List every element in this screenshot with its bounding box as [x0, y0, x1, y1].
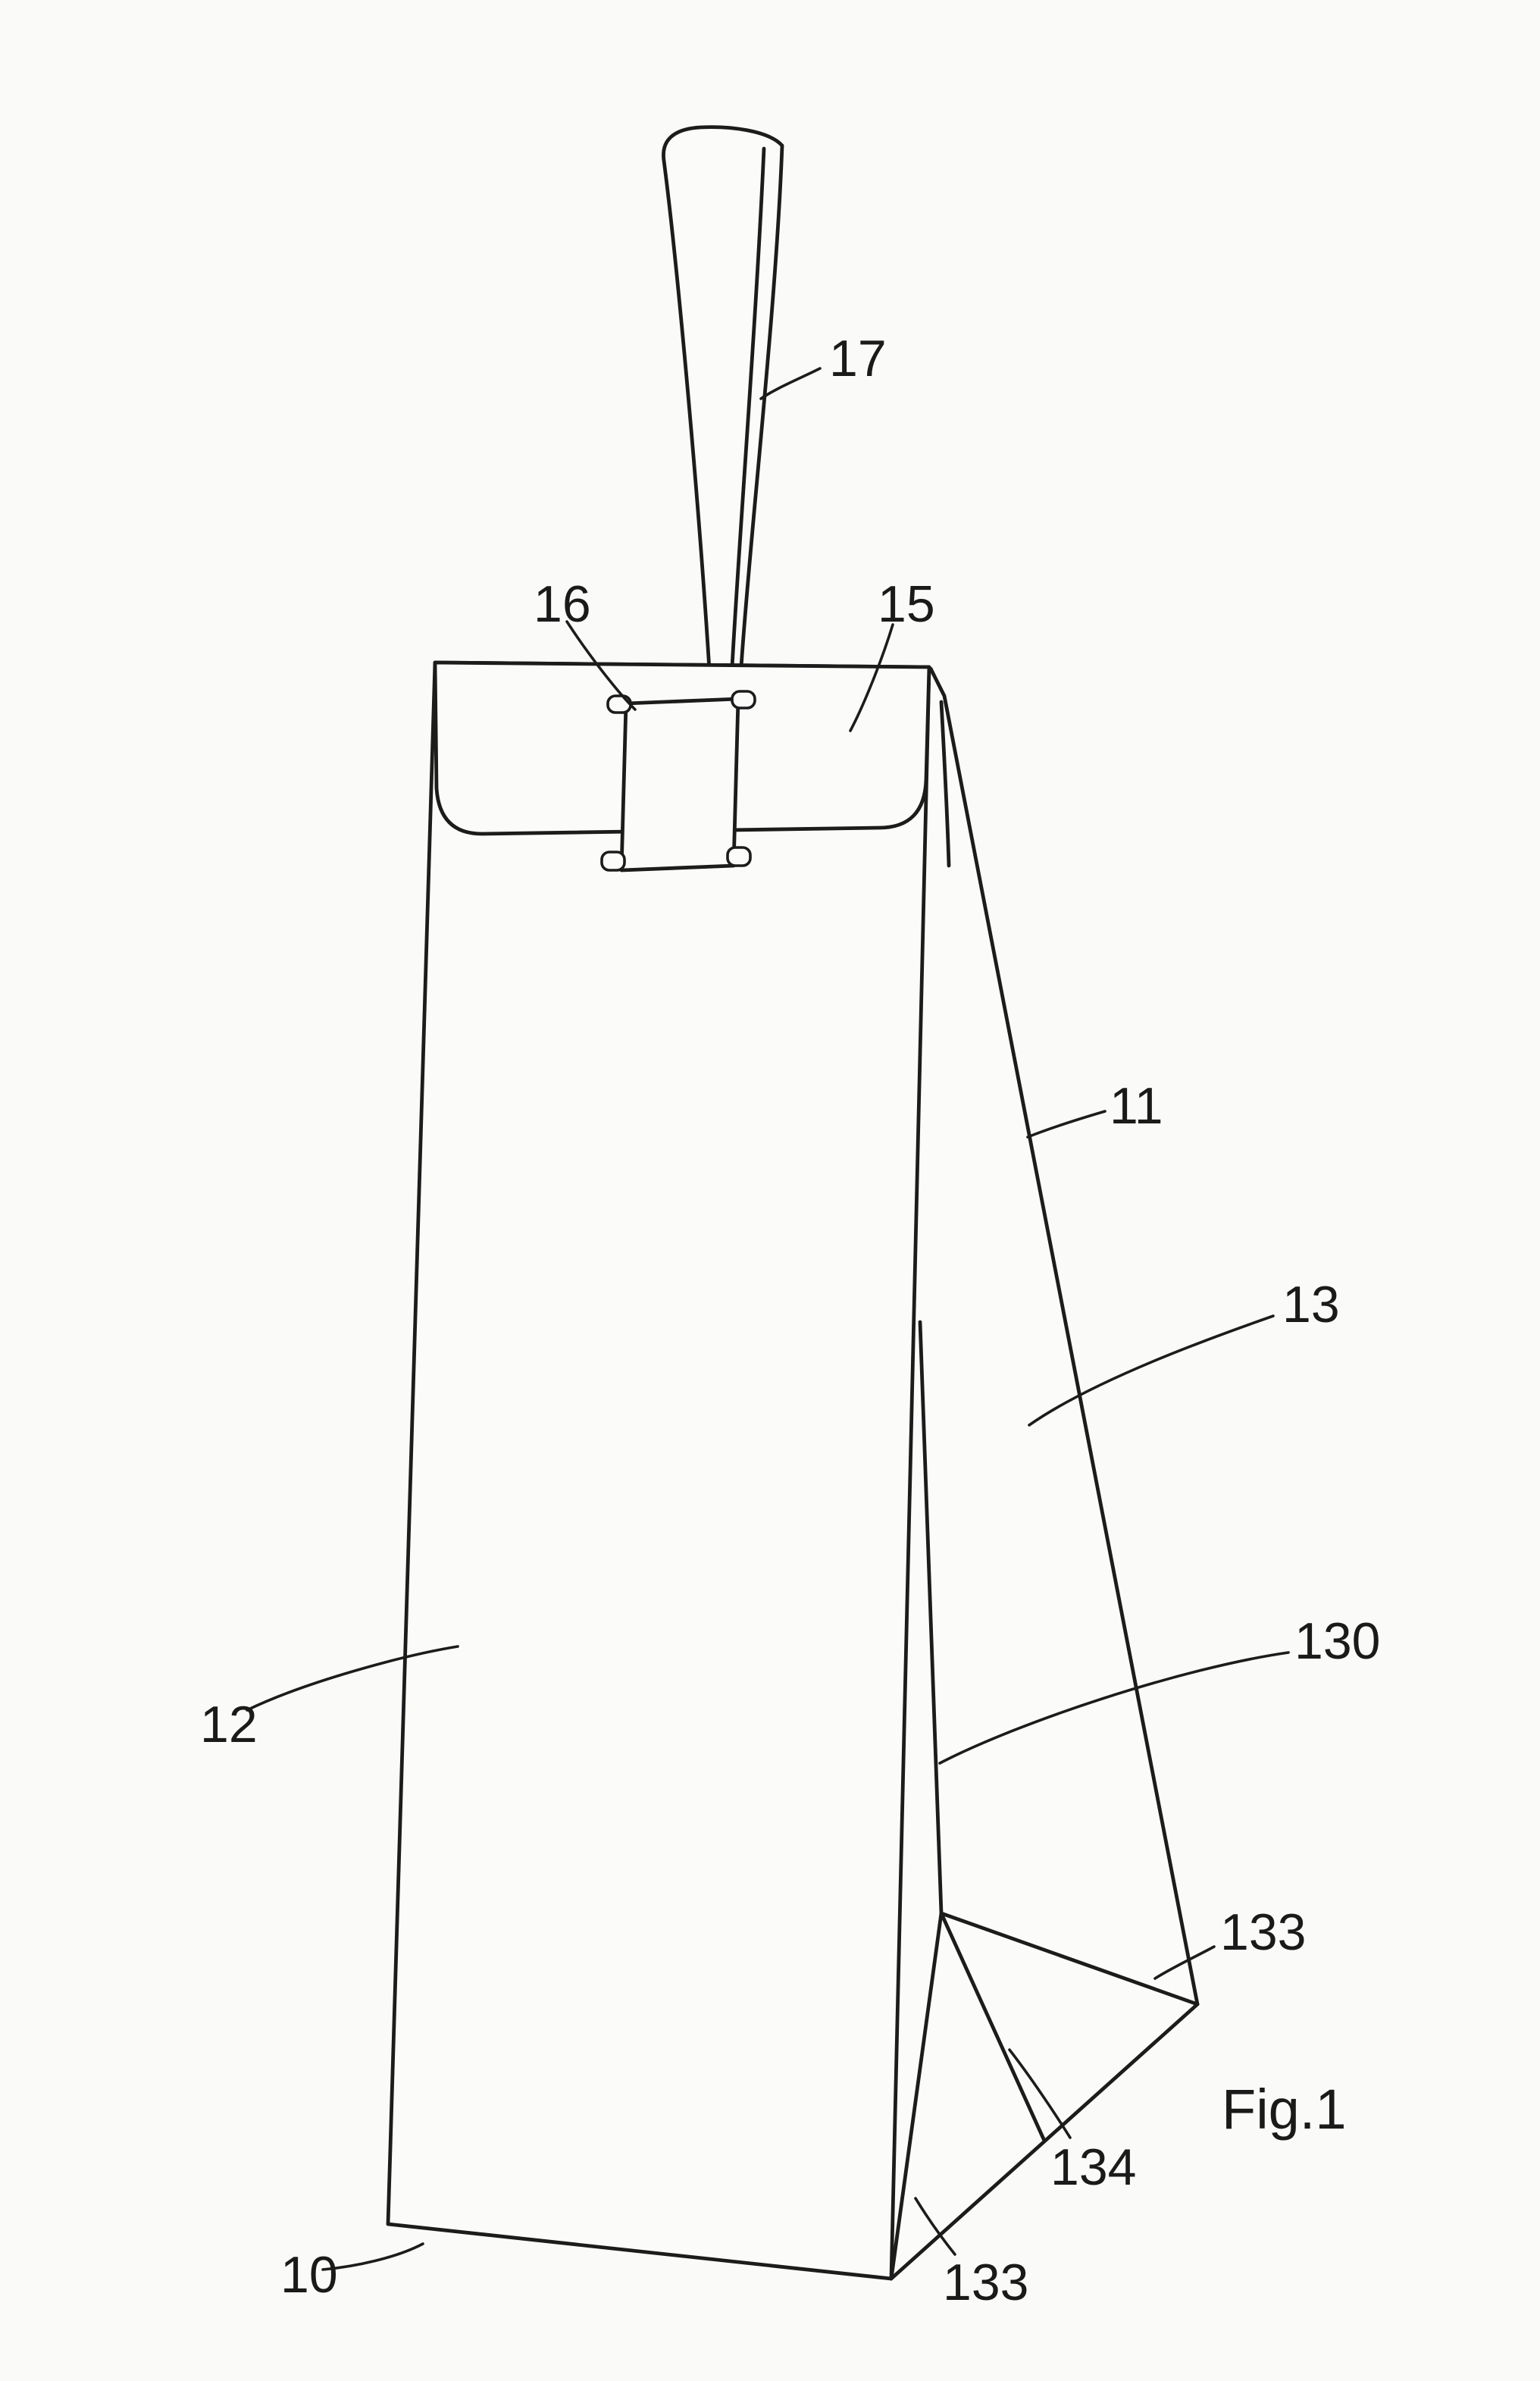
base-crease-rear — [939, 1911, 1200, 2007]
slot-end-bottom-right — [726, 846, 752, 867]
leader-12 — [246, 1645, 459, 1712]
label-17: 17 — [829, 330, 887, 387]
leader-133-bottom — [914, 2197, 956, 2256]
handle-strap-outline — [662, 125, 784, 672]
leader-133-top — [1153, 1945, 1216, 1980]
label-13: 13 — [1282, 1276, 1340, 1333]
label-15: 15 — [878, 575, 935, 633]
base-crease-front — [889, 1911, 944, 2281]
side-panel-diagonal-edge — [928, 666, 1200, 2007]
slot-end-bottom-left — [600, 851, 626, 872]
front-panel — [386, 660, 931, 2281]
side-panel — [889, 666, 1200, 2281]
base-crease-diagonal — [939, 1911, 1047, 2143]
label-130: 130 — [1294, 1612, 1380, 1670]
leader-15 — [849, 623, 894, 732]
gusset-folds — [889, 1320, 1200, 2281]
slot-end-top-left — [606, 694, 632, 714]
leader-16 — [565, 620, 637, 711]
side-panel-fill — [891, 669, 1197, 2279]
label-134: 134 — [1050, 2138, 1136, 2196]
leader-17 — [759, 367, 822, 400]
leader-11 — [1026, 1110, 1106, 1139]
label-16: 16 — [534, 575, 591, 633]
handle-strap — [662, 125, 784, 672]
leader-10 — [321, 2242, 424, 2271]
handle-strap-inner-edge — [730, 146, 766, 669]
slot-end-top-right — [731, 690, 756, 710]
label-133-bottom: 133 — [943, 2254, 1028, 2311]
gusset-fold-line — [918, 1320, 944, 1916]
strap-band — [600, 690, 756, 873]
leader-lines — [246, 367, 1290, 2271]
label-11: 11 — [1110, 1077, 1163, 1135]
reference-labels: 17 16 15 11 13 130 133 134 133 12 10 Fig… — [200, 330, 1380, 2311]
label-12: 12 — [200, 1696, 258, 1753]
figure-caption: Fig.1 — [1222, 2078, 1347, 2141]
rear-top-edge — [939, 700, 951, 868]
label-133-top: 133 — [1220, 1903, 1306, 1961]
leader-13 — [1028, 1314, 1275, 1427]
strap-band-face — [619, 697, 740, 873]
label-10: 10 — [280, 2246, 338, 2304]
leader-130 — [938, 1651, 1290, 1765]
leader-134 — [1008, 2048, 1072, 2139]
